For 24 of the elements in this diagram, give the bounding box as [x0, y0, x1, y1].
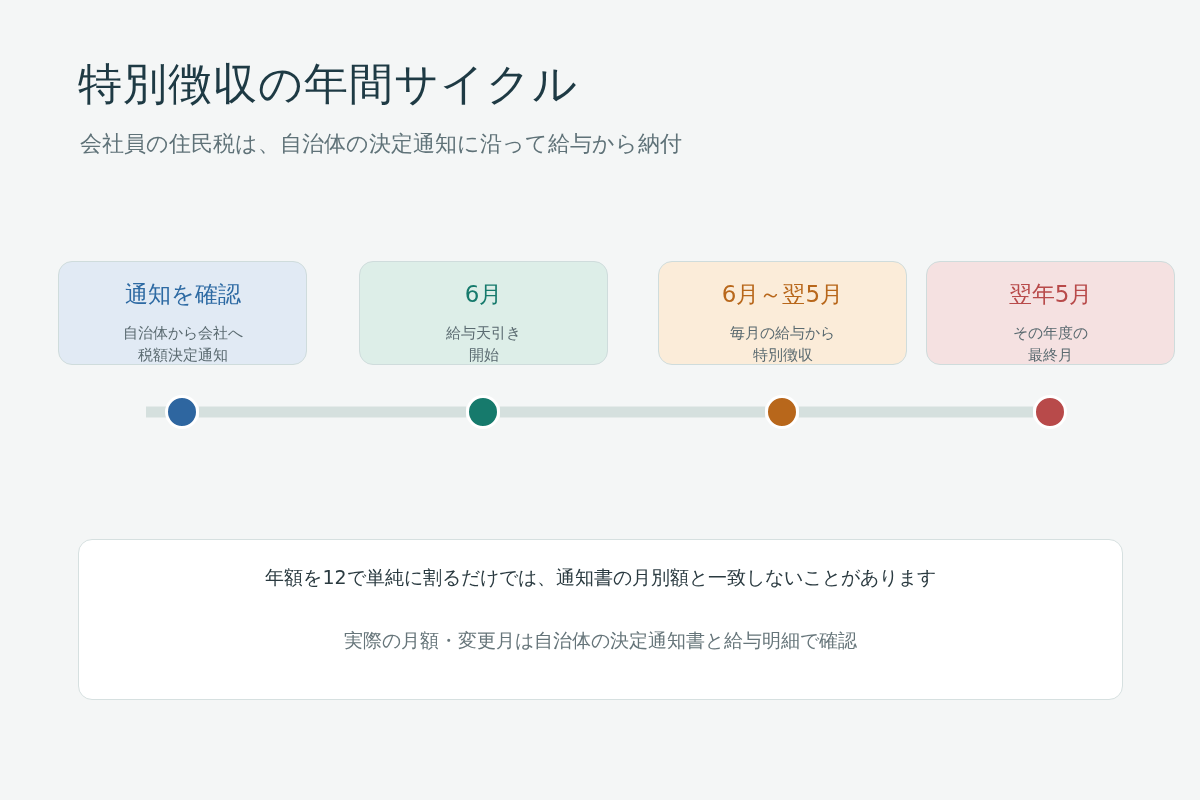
timeline-track-segment [199, 406, 466, 418]
milestone-heading: 6月～翌5月 [721, 280, 844, 309]
timeline-track-segment [799, 406, 1033, 418]
milestone-description: 毎月の給与から特別徴収 [729, 323, 836, 366]
subtitle: 会社員の住民税は、自治体の決定通知に沿って給与から納付 [80, 130, 682, 158]
milestone-card [926, 261, 1175, 365]
timeline-dot [1033, 395, 1067, 429]
milestone-heading: 6月 [464, 280, 503, 309]
note-panel [78, 539, 1123, 700]
milestone-heading: 翌年5月 [1008, 280, 1093, 309]
timeline-track-segment [500, 406, 765, 418]
milestone-description: 給与天引き開始 [445, 323, 522, 366]
milestone-heading: 通知を確認 [124, 280, 241, 309]
milestone-description: 自治体から会社へ税額決定通知 [121, 323, 244, 366]
milestone-card [58, 261, 307, 365]
timeline-dot [765, 395, 799, 429]
milestone-description: その年度の最終月 [1012, 323, 1089, 366]
diagram-title: 特別徴収の年間サイクル [78, 58, 578, 111]
note-subtext: 実際の月額・変更月は自治体の決定通知書と給与明細で確認 [344, 628, 857, 653]
timeline-dot [466, 395, 500, 429]
note-text: 年額を12で単純に割るだけでは、通知書の月別額と一致しないことがあります [265, 565, 936, 590]
timeline-dot [165, 395, 199, 429]
milestone-card [359, 261, 608, 365]
milestone-card [658, 261, 907, 365]
